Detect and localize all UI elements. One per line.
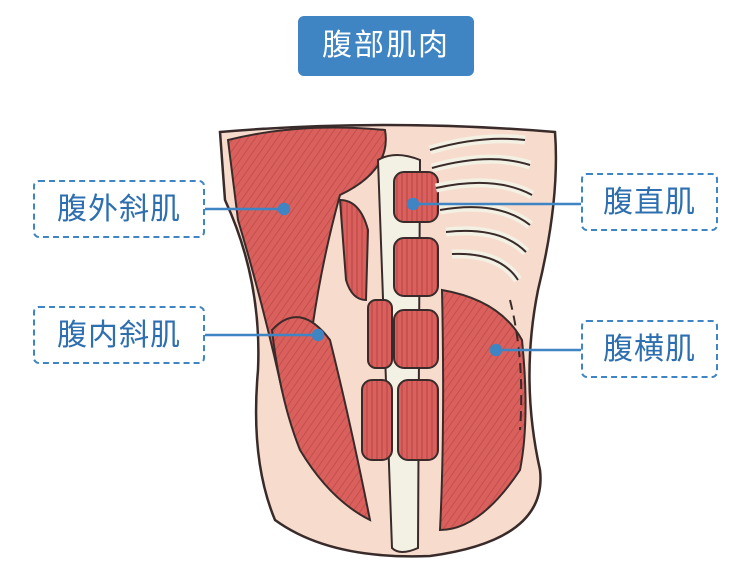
label-external-oblique: 腹外斜肌: [33, 180, 205, 238]
external-oblique-muscle: [226, 126, 387, 391]
costal-cartilage: [509, 299, 523, 431]
page-title: 腹部肌肉: [298, 16, 474, 76]
label-transversus-abdominis: 腹横肌: [581, 320, 718, 378]
label-rectus-abdominis: 腹直肌: [581, 173, 718, 231]
rectus-abdominis-muscle: [338, 171, 439, 461]
label-internal-oblique: 腹内斜肌: [33, 306, 205, 364]
rib-cage: [428, 134, 535, 283]
leader-lines: [205, 197, 581, 357]
